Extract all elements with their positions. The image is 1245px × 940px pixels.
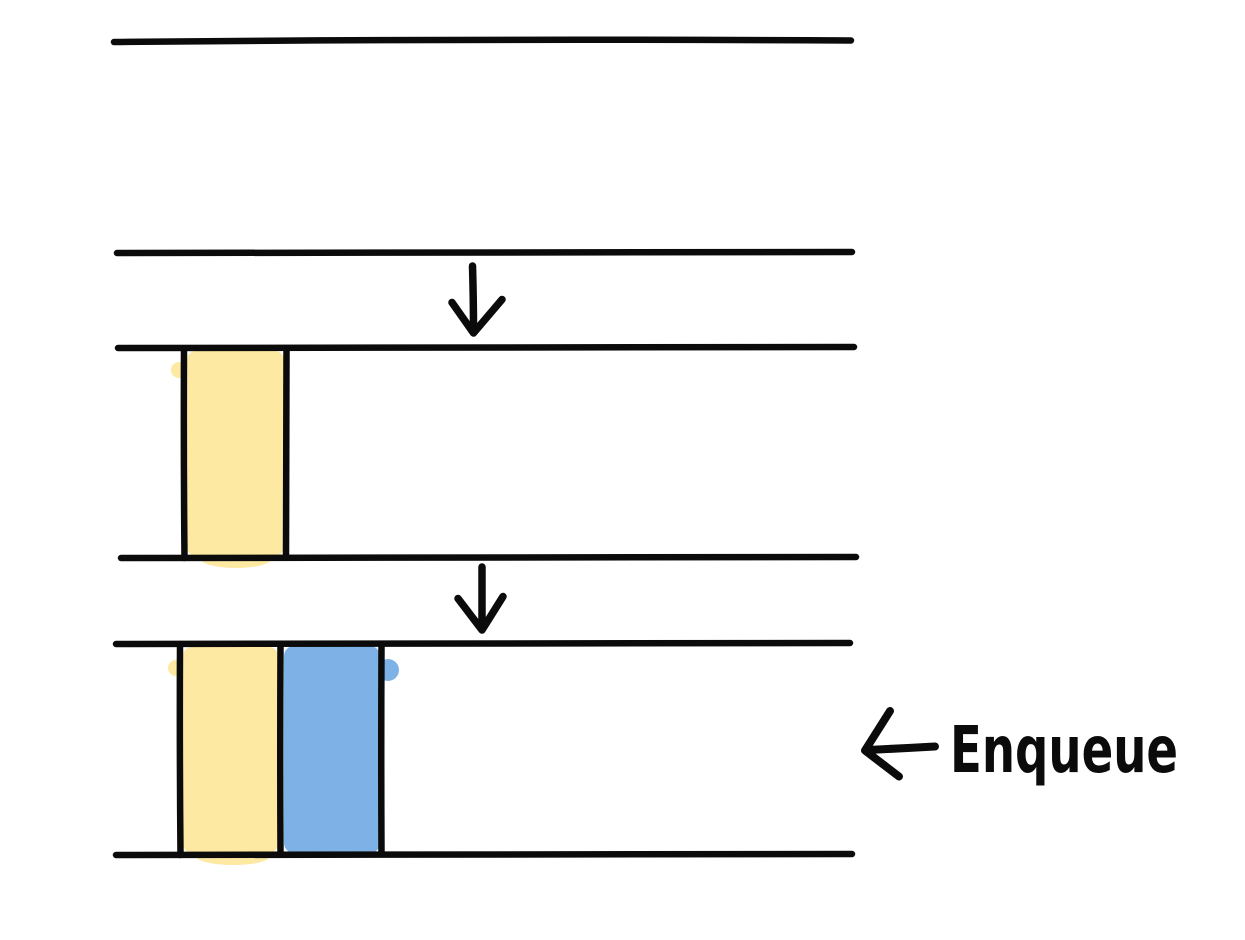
left-arrow-icon bbox=[861, 707, 939, 781]
queue2-bottom-line bbox=[117, 553, 860, 562]
enqueue-label: Enqueue bbox=[950, 714, 1178, 788]
queue3-top-line bbox=[112, 639, 854, 648]
queue3-bottom-line bbox=[112, 850, 856, 859]
queue2-item-right-edge bbox=[282, 346, 290, 561]
queue-item-yellow-fill bbox=[183, 647, 278, 853]
queue3-item-left-edge bbox=[176, 640, 184, 859]
item-fills bbox=[168, 351, 399, 865]
queue-item-blue-fill bbox=[284, 646, 380, 853]
down-arrow-icon bbox=[454, 563, 507, 634]
queue1-bottom-line bbox=[113, 248, 856, 257]
queue2-item-left-edge bbox=[180, 345, 188, 562]
down-arrow-icon bbox=[448, 262, 506, 337]
queue1-top-line bbox=[110, 36, 855, 46]
diagram-strokes bbox=[110, 36, 939, 859]
queue-item-yellow-fill bbox=[187, 351, 284, 556]
queue2-top-line bbox=[114, 343, 858, 352]
